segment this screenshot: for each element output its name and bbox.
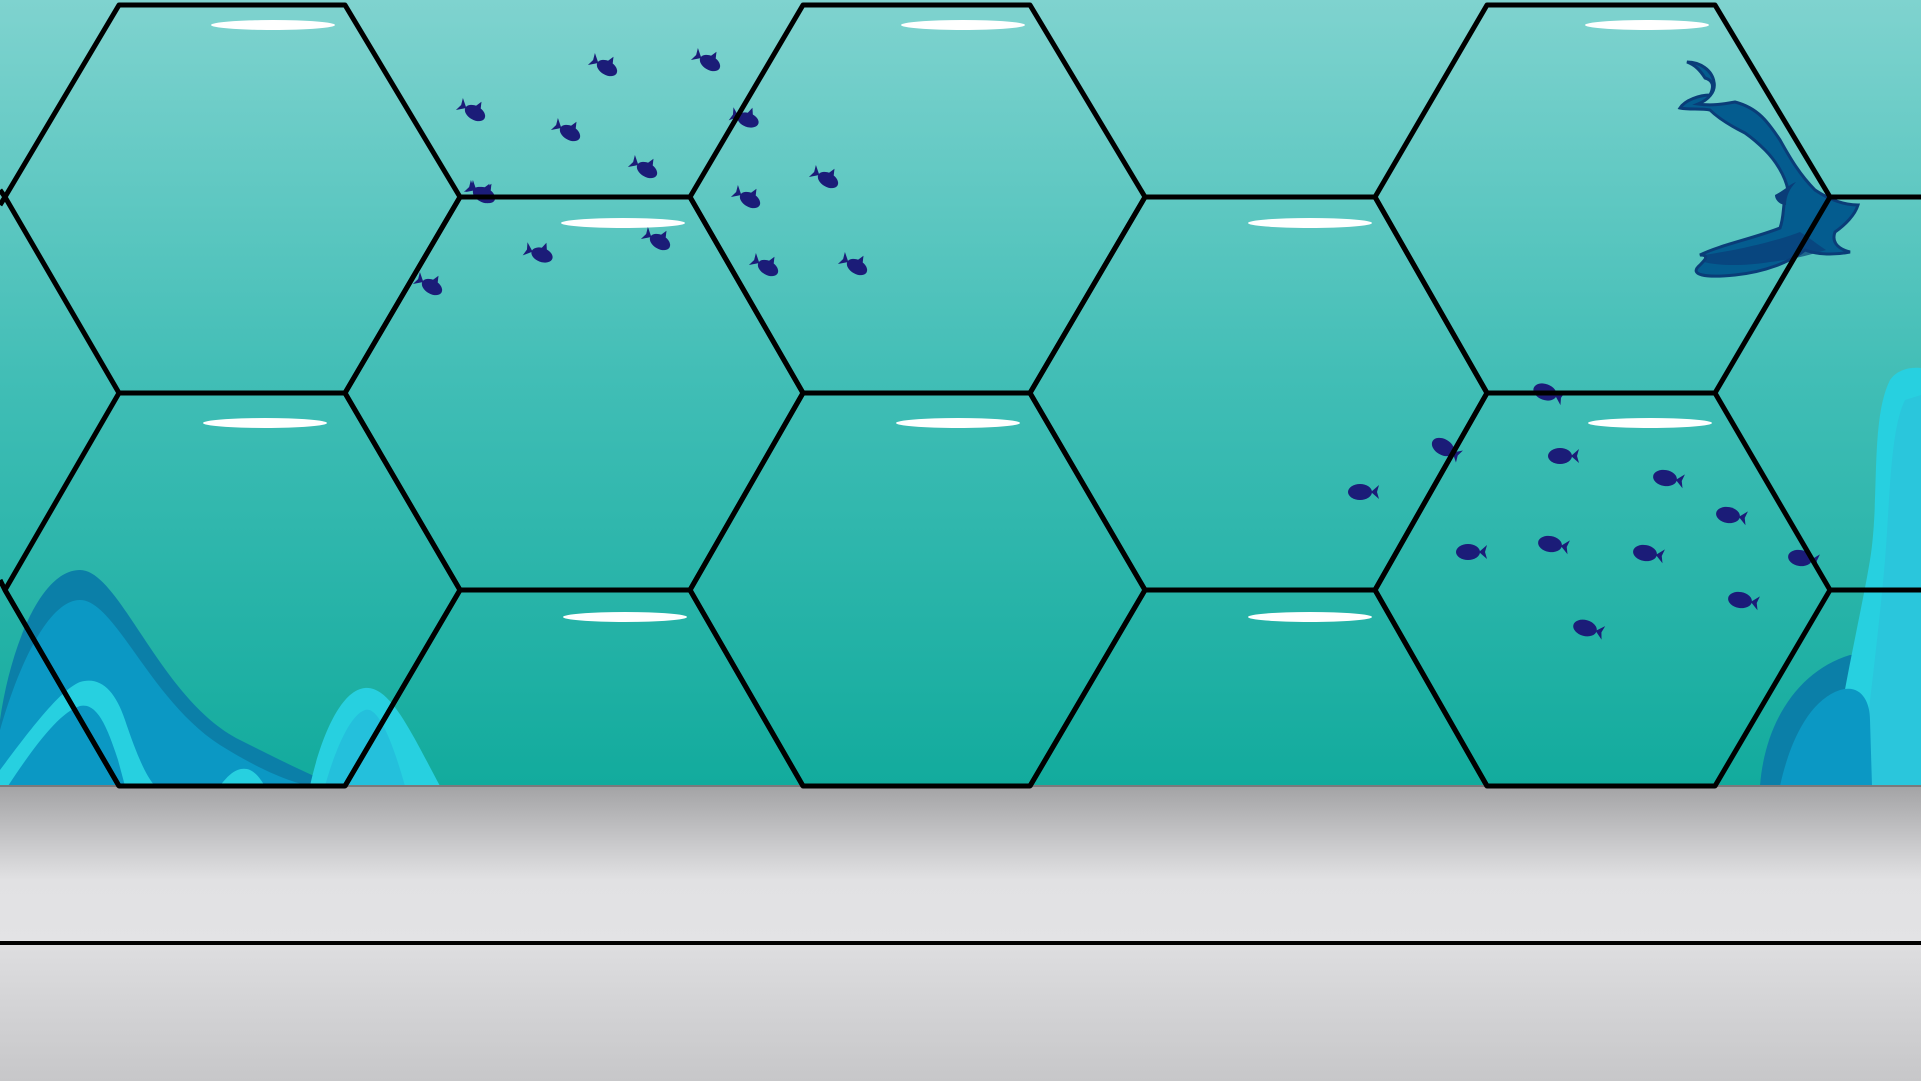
small-fish-icon — [1728, 591, 1760, 611]
small-fish-icon — [1716, 506, 1748, 526]
small-fish-icon — [455, 97, 486, 122]
small-fish-icon — [550, 117, 581, 142]
rock-left-highlight-3 — [220, 768, 265, 786]
small-fish-icon — [1633, 544, 1665, 564]
small-fish-icon — [412, 271, 443, 296]
floor — [0, 786, 1921, 943]
floor-lower — [0, 943, 1921, 1081]
small-fish-icon — [808, 164, 839, 189]
hex-window — [342, 588, 463, 788]
small-fish-icon — [690, 47, 721, 72]
glass-reflection — [1248, 218, 1372, 228]
small-fish-icon — [730, 184, 761, 209]
small-fish-icon — [748, 252, 779, 277]
glass-reflection — [203, 418, 327, 428]
hex-window — [0, 195, 8, 207]
rock-right-mid — [1780, 688, 1872, 786]
glass-reflection — [1248, 612, 1372, 622]
hex-window — [1027, 588, 1148, 788]
glass-reflection — [561, 218, 685, 228]
small-fish-icon — [627, 154, 658, 179]
small-fish-icon — [1548, 448, 1579, 464]
small-fish-icon — [522, 242, 553, 263]
hex-window — [460, 587, 806, 788]
small-fish-icon — [1348, 484, 1379, 500]
hex-window — [2, 588, 122, 788]
rocks-right — [1760, 367, 1921, 786]
glass-reflections — [203, 20, 1712, 622]
glass-reflection — [1588, 418, 1712, 428]
glass-reflection — [1585, 20, 1709, 30]
small-fish-icon — [640, 226, 671, 251]
glass-reflection — [896, 418, 1020, 428]
glass-reflection — [563, 612, 687, 622]
hex-window-frame — [0, 2, 1921, 789]
hex-window — [0, 188, 8, 199]
small-fish-icon — [1538, 535, 1570, 555]
fish-school-right — [1348, 383, 1820, 640]
hex-window — [0, 578, 8, 592]
hex-window — [1145, 587, 1490, 788]
small-fish-icon — [837, 251, 868, 276]
glass-reflection — [211, 20, 335, 30]
glass-reflection — [901, 20, 1025, 30]
small-fish-icon — [1456, 544, 1487, 560]
rock-left-highlight-2 — [8, 705, 125, 786]
small-fish-icon — [1653, 469, 1685, 489]
small-fish-icon — [1573, 619, 1606, 640]
small-fish-icon — [587, 52, 618, 77]
fish-school-top — [412, 47, 868, 296]
